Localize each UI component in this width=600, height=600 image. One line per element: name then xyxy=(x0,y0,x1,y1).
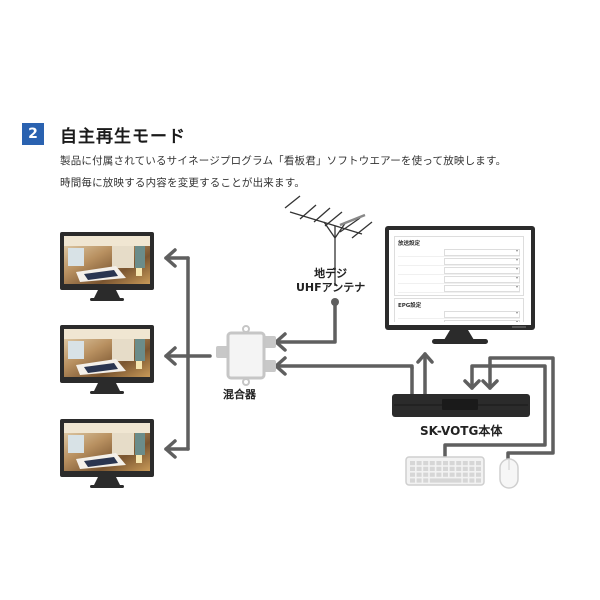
keyboard-key xyxy=(469,478,475,483)
section-number-badge: 2 xyxy=(22,123,44,145)
keyboard-key xyxy=(462,466,468,471)
antenna-label: 地デジ UHFアンテナ xyxy=(296,267,365,295)
keyboard-key xyxy=(410,472,415,477)
keyboard-key xyxy=(443,466,448,471)
setting-row xyxy=(398,248,520,257)
keyboard-key xyxy=(469,466,475,471)
keyboard-key xyxy=(456,461,462,466)
setting-row xyxy=(398,266,520,275)
keyboard-key xyxy=(476,461,481,466)
broadcast-settings-heading: 放送設定 xyxy=(398,241,421,247)
setting-row xyxy=(398,284,520,293)
output-monitor-3 xyxy=(60,419,154,488)
keyboard-key xyxy=(410,466,415,471)
keyboard-key xyxy=(436,472,442,477)
mouse-icon xyxy=(499,458,519,489)
antenna-label-line-2: UHFアンテナ xyxy=(296,281,366,294)
setting-row xyxy=(398,310,520,319)
keyboard-key xyxy=(423,466,429,471)
keyboard-key xyxy=(416,466,422,471)
keyboard-key xyxy=(429,466,435,471)
keyboard-icon xyxy=(405,456,485,486)
keyboard-key xyxy=(462,461,468,466)
section-title: 自主再生モード xyxy=(60,127,186,147)
antenna-label-line-1: 地デジ xyxy=(314,267,348,280)
epg-settings-section: EPG設定 xyxy=(394,298,524,322)
keyboard-key xyxy=(449,472,455,477)
keyboard-key xyxy=(429,472,435,477)
setting-row xyxy=(398,275,520,284)
distribution-lines xyxy=(164,248,555,465)
description-line-1: 製品に付属されているサイネージプログラム「看板君」ソフトウエアーを使って放映しま… xyxy=(60,155,507,167)
epg-settings-heading: EPG設定 xyxy=(398,303,422,309)
keyboard-key xyxy=(423,472,429,477)
keyboard-key xyxy=(416,478,422,483)
sk-votg-device xyxy=(392,394,530,417)
output-monitor-1 xyxy=(60,232,154,301)
mixer-icon xyxy=(216,325,276,386)
keyboard-spacebar xyxy=(429,478,462,483)
keyboard-key xyxy=(469,461,475,466)
setting-row xyxy=(398,257,520,266)
keyboard-key xyxy=(410,461,415,466)
antenna-connector xyxy=(331,298,339,306)
keyboard-key xyxy=(462,472,468,477)
keyboard-key xyxy=(443,472,448,477)
keyboard-key xyxy=(443,461,448,466)
keyboard-key xyxy=(436,461,442,466)
keyboard-key xyxy=(476,472,481,477)
device-label: SK-VOTG本体 xyxy=(420,424,503,438)
mixer-label: 混合器 xyxy=(223,388,256,401)
keyboard-key xyxy=(456,472,462,477)
keyboard-key xyxy=(462,478,468,483)
keyboard-key xyxy=(476,478,481,483)
keyboard-key xyxy=(436,466,442,471)
broadcast-settings-section: 放送設定 xyxy=(394,236,524,296)
keyboard-key xyxy=(456,466,462,471)
keyboard-key xyxy=(410,478,415,483)
setting-row xyxy=(398,319,520,322)
description-line-2: 時間毎に放映する内容を変更することが出来ます。 xyxy=(60,177,306,189)
uhf-antenna-icon xyxy=(284,195,373,286)
keyboard-key xyxy=(416,461,422,466)
keyboard-key xyxy=(423,461,429,466)
keyboard-key xyxy=(423,478,429,483)
keyboard-key xyxy=(476,466,481,471)
keyboard-key xyxy=(469,472,475,477)
settings-screen: 放送設定 EPG設定 xyxy=(392,234,526,322)
keyboard-key xyxy=(449,461,455,466)
output-monitor-2 xyxy=(60,325,154,394)
keyboard-key xyxy=(429,461,435,466)
keyboard-key xyxy=(416,472,422,477)
keyboard-key xyxy=(449,466,455,471)
